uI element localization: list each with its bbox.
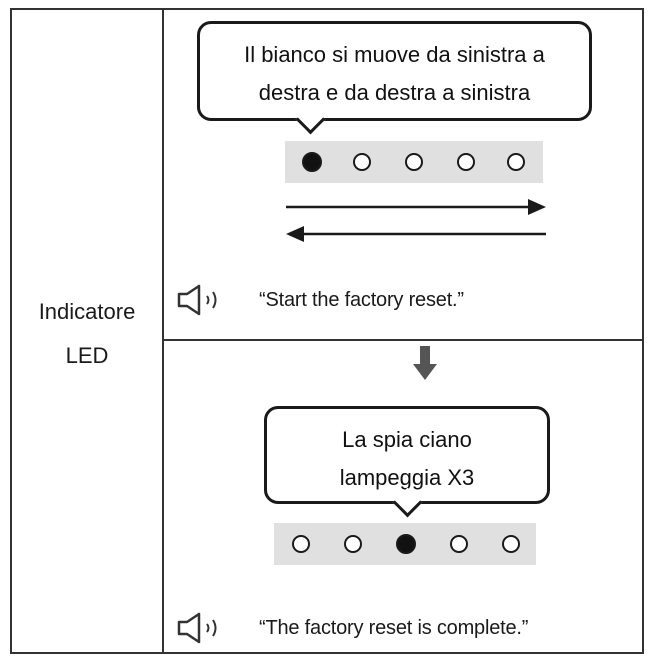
direction-arrows <box>286 199 546 242</box>
step1-callout-line-1: Il bianco si muove da sinistra a <box>244 42 545 67</box>
step1-voice-row: “Start the factory reset.” <box>175 282 464 318</box>
arrow-left-icon <box>286 226 546 242</box>
step2-voice-message: “The factory reset is complete.” <box>259 616 529 639</box>
led-indicator-table: Indicatore LED <box>10 8 644 654</box>
step1-led-3 <box>405 153 423 171</box>
step2-led-2 <box>344 535 362 553</box>
row-label-line-1: Indicatore <box>38 299 136 324</box>
step2-led-1 <box>292 535 310 553</box>
arrow-right-icon <box>286 199 546 215</box>
step2-callout-line-2: lampeggia X3 <box>339 465 475 490</box>
step2-voice-row: “The factory reset is complete.” <box>175 610 528 646</box>
step1-voice-message: “Start the factory reset.” <box>259 288 464 311</box>
step2-led-bar <box>274 523 536 565</box>
step2-callout-line-1: La spia ciano <box>342 427 472 452</box>
arrow-down-icon <box>413 346 437 380</box>
speaker-icon <box>177 284 217 316</box>
step2-led-3 <box>396 534 416 554</box>
step1-led-bar <box>285 141 543 183</box>
step2-led-4 <box>450 535 468 553</box>
step2-led-5 <box>502 535 520 553</box>
step2-callout-bubble: La spia ciano lampeggia X3 <box>264 406 550 518</box>
step1-callout-line-2: destra e da destra a sinistra <box>258 80 531 105</box>
column-divider <box>162 10 164 652</box>
speaker-icon <box>177 612 217 644</box>
row-divider <box>162 339 642 341</box>
step1-led-4 <box>457 153 475 171</box>
row-label-line-2: LED <box>65 343 109 368</box>
step1-led-2 <box>353 153 371 171</box>
step1-led-1 <box>302 152 322 172</box>
row-label: Indicatore LED <box>12 290 162 378</box>
step1-callout-bubble: Il bianco si muove da sinistra a destra … <box>197 21 592 135</box>
step1-led-5 <box>507 153 525 171</box>
